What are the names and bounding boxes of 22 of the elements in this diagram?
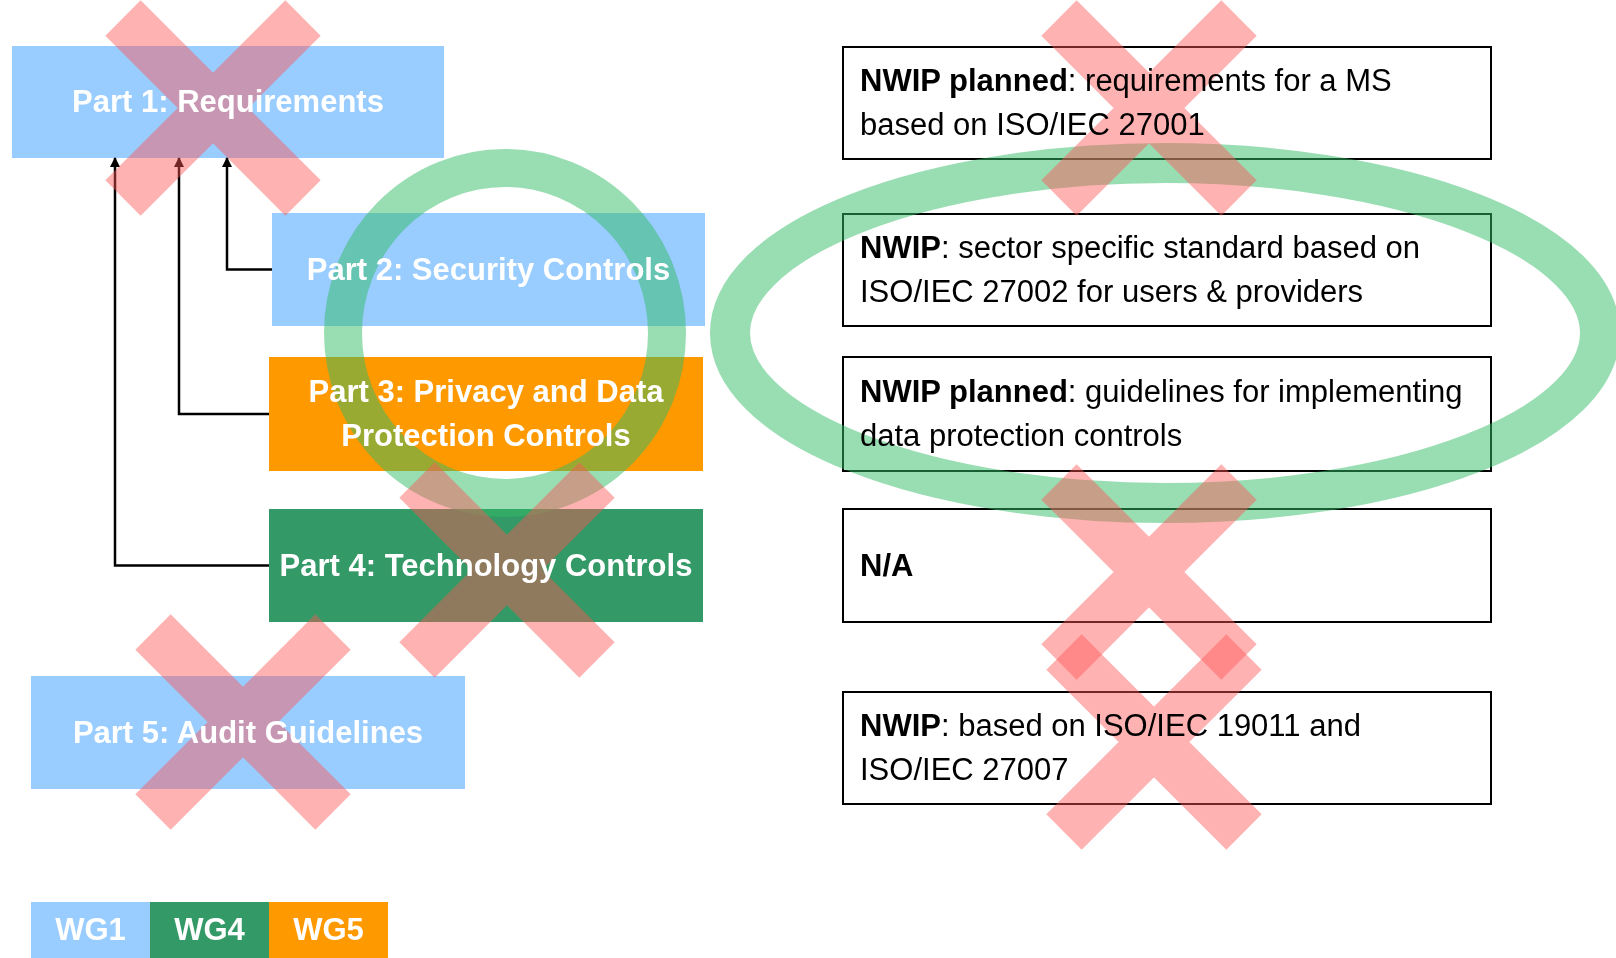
arrow [110,157,269,567]
description-box [842,213,1492,327]
part-box [272,213,705,326]
description-text: NWIP: sector specific standard based on ISO/IEC 27002 for users & providers [860,229,1421,311]
arrow [222,157,272,271]
part-box [269,509,703,622]
description-text: NWIP planned: guidelines for implementing data protection controls [860,373,1464,455]
legend-label: WG5 [293,912,364,948]
legend-label: WG4 [174,912,245,948]
part-label: Part 3: Privacy and Data Protection Controls [307,373,665,455]
part-box [269,357,703,471]
description-box [842,356,1492,472]
description-text: NWIP planned: requirements for a MS based on ISO/IEC 27001 [860,62,1393,144]
description-text: N/A [860,546,914,585]
description-box [842,691,1492,805]
arrow [174,157,269,416]
part-label: Part 4: Technology Controls [279,546,693,585]
description-box [842,508,1492,623]
legend-label: WG1 [55,912,126,948]
part-box [12,46,444,158]
description-box [842,46,1492,160]
description-text: NWIP: based on ISO/IEC 19011 and ISO/IEC 27007 [860,707,1362,789]
